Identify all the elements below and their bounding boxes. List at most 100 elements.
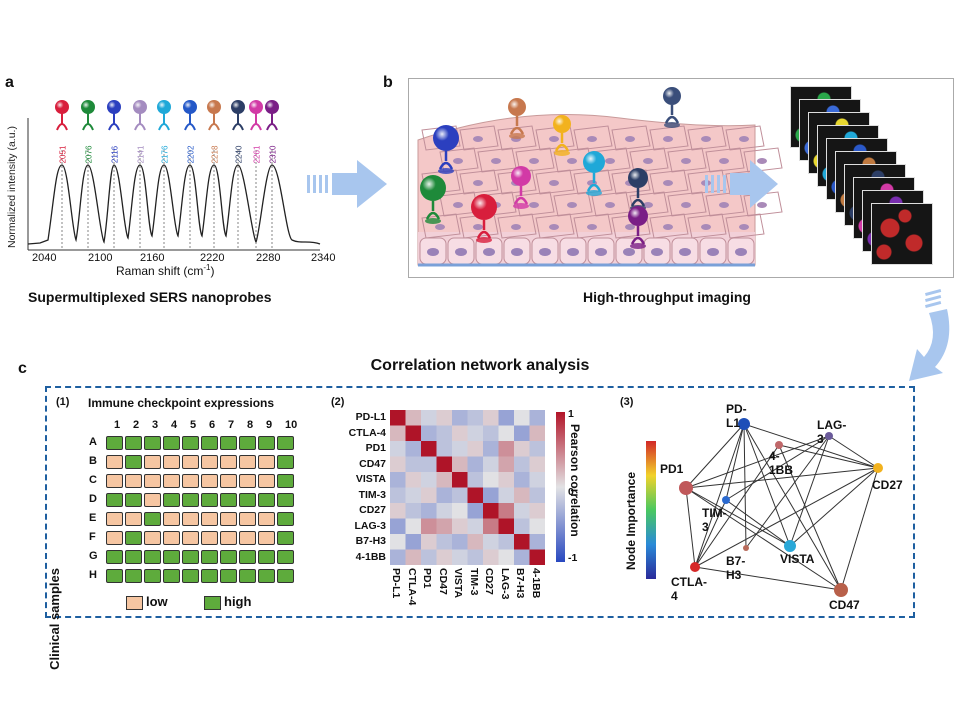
cell-nucleus <box>549 224 559 230</box>
expression-cell <box>277 474 294 488</box>
pearson-colorbar <box>556 412 565 562</box>
sub1-title: Immune checkpoint expressions <box>88 396 275 410</box>
heatmap-cell <box>483 410 499 426</box>
heatmap-cell <box>405 534 421 550</box>
cell-nucleus <box>473 224 483 230</box>
heatmap-cell <box>421 518 437 534</box>
tissue-cell <box>667 191 707 217</box>
expression-cell <box>201 474 218 488</box>
network-node-label: PD1 <box>660 462 684 476</box>
expression-cell <box>182 531 199 545</box>
probe-highlight <box>157 100 171 114</box>
expression-cell <box>201 512 218 526</box>
expression-cell <box>125 550 142 564</box>
expression-cell <box>277 569 294 583</box>
cell-nucleus <box>625 136 635 142</box>
expression-cell <box>220 474 237 488</box>
heatmap-cell <box>452 425 468 441</box>
probe-antibody <box>250 123 262 131</box>
tissue-cell <box>743 147 783 173</box>
cell-nucleus <box>757 202 767 208</box>
probe-receptor <box>509 133 525 139</box>
heatmap-cell <box>405 503 421 519</box>
expression-cell <box>220 493 237 507</box>
tissue-cell <box>725 125 765 151</box>
cell-nucleus <box>587 224 597 230</box>
expression-cell <box>277 455 294 469</box>
heatmap-cell <box>529 441 545 457</box>
cell-nucleus <box>435 224 445 230</box>
colorbar-tick: 0 <box>568 486 574 498</box>
expression-cell <box>106 550 123 564</box>
heatmap-cell <box>436 549 452 565</box>
heatmap-cell <box>390 425 406 441</box>
probe-receptor <box>425 218 441 224</box>
column-label: 2 <box>133 419 140 431</box>
cell-nucleus <box>473 136 483 142</box>
expression-cell <box>277 493 294 507</box>
probe-antibody <box>56 123 68 131</box>
heatmap-cell <box>514 410 530 426</box>
heatmap-cell <box>467 534 483 550</box>
heatmap-cell <box>483 503 499 519</box>
heatmap-cell <box>421 534 437 550</box>
cell-nucleus <box>625 224 635 230</box>
probe-antibody <box>438 161 454 170</box>
heatmap-cell <box>498 472 514 488</box>
x-tick-label: 2280 <box>256 252 281 264</box>
network-node-label: TIM-3 <box>702 506 727 534</box>
row-label: E <box>89 512 97 524</box>
heatmap-cell <box>529 487 545 503</box>
heatmap-cell <box>514 441 530 457</box>
heatmap-cell <box>483 441 499 457</box>
expression-cell <box>201 550 218 564</box>
row-label: C <box>89 474 97 486</box>
heatmap-cell <box>452 503 468 519</box>
row-label: G <box>89 550 98 562</box>
expression-cell <box>220 455 237 469</box>
probe-highlight <box>471 194 497 220</box>
heatmap-row-label: CD47 <box>359 457 386 470</box>
legend-low-label: low <box>146 594 168 609</box>
heatmap-cell <box>483 549 499 565</box>
expression-cell <box>163 531 180 545</box>
expression-cell <box>201 569 218 583</box>
node-importance-colorbar <box>646 441 656 579</box>
expression-cell <box>239 569 256 583</box>
heatmap-cell <box>405 410 421 426</box>
expression-cell <box>144 569 161 583</box>
column-label: 4 <box>171 419 178 431</box>
network-edge <box>694 444 780 568</box>
colorbar-tick: -1 <box>568 552 578 564</box>
heatmap-cell <box>498 518 514 534</box>
tissue-cell <box>649 169 689 195</box>
expression-cell <box>239 531 256 545</box>
heatmap-cell <box>405 549 421 565</box>
heatmap-cell <box>529 410 545 426</box>
expression-cell <box>182 493 199 507</box>
expression-cell <box>239 493 256 507</box>
cell-nucleus <box>567 158 577 164</box>
expression-cell <box>106 531 123 545</box>
heatmap-cell <box>467 410 483 426</box>
legend-high-swatch <box>204 596 221 610</box>
probe-antibody <box>476 230 492 239</box>
expression-cell <box>182 474 199 488</box>
column-label: 9 <box>266 419 273 431</box>
heatmap-cell <box>529 503 545 519</box>
cell-nucleus <box>739 136 749 142</box>
network-node-label: PD-L1 <box>726 402 747 430</box>
cell-nucleus <box>567 248 579 256</box>
network-edge <box>685 487 842 591</box>
panel-a-label: a <box>5 74 14 91</box>
tissue-cell <box>705 191 745 217</box>
expression-cell <box>239 512 256 526</box>
heatmap-cell <box>390 549 406 565</box>
network-edge <box>725 423 745 501</box>
expression-cell <box>220 569 237 583</box>
heatmap-cell <box>452 534 468 550</box>
heatmap-cell <box>421 472 437 488</box>
probe-antibody <box>425 211 441 220</box>
heatmap-cell <box>390 534 406 550</box>
